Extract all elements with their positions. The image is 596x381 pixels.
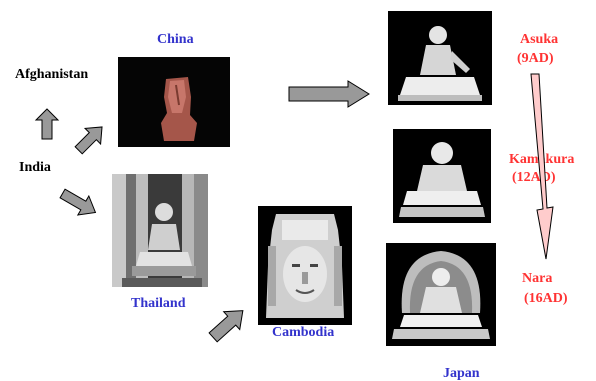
label-asuka-date: (9AD) [517, 52, 554, 66]
label-afghanistan: Afghanistan [15, 68, 88, 82]
timeline-down-arrow-asuka-to-nara [528, 72, 564, 262]
label-thailand: Thailand [131, 297, 185, 311]
cambodia-face-tower-image [258, 206, 352, 325]
up-arrow-india-to-afghanistan [35, 108, 59, 140]
nara-buddha-image [386, 243, 496, 346]
arrow-thailand-to-cambodia [207, 305, 249, 343]
thailand-buddha-image [112, 174, 208, 287]
label-india: India [19, 161, 51, 175]
arrow-china-to-japan [288, 80, 370, 108]
arrow-india-to-thailand [58, 186, 100, 220]
label-asuka: Asuka [520, 33, 558, 47]
label-japan: Japan [443, 367, 480, 381]
china-buddha-head-image [118, 57, 230, 147]
kamakura-buddha-image [393, 129, 491, 223]
asuka-buddha-image [388, 11, 492, 105]
arrow-india-to-china [72, 121, 108, 157]
label-cambodia: Cambodia [272, 326, 334, 340]
label-china: China [157, 33, 194, 47]
label-nara: Nara [522, 272, 552, 286]
label-nara-date: (16AD) [524, 292, 568, 306]
